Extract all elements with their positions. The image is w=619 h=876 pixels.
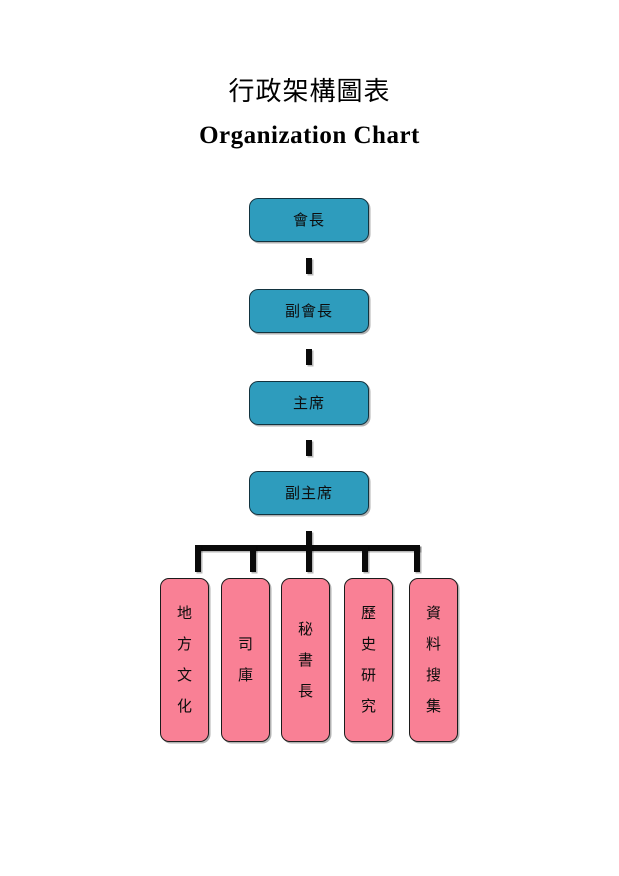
connector-president-to-vice-president bbox=[306, 258, 312, 274]
node-local-culture: 地 方 文 化 bbox=[160, 578, 209, 742]
node-data-collection-label: 資 料 搜 集 bbox=[425, 604, 441, 715]
connector-drop-treasury bbox=[250, 545, 256, 572]
connector-drop-history-research bbox=[362, 545, 368, 572]
node-treasury: 司 庫 bbox=[221, 578, 270, 742]
connector-vice-president-to-chairman bbox=[306, 349, 312, 365]
node-secretary-general-label: 秘 書 長 bbox=[297, 619, 313, 700]
node-vice-president: 副會長 bbox=[249, 289, 369, 333]
connector-drop-data-collection bbox=[414, 545, 420, 572]
node-vice-chairman: 副主席 bbox=[249, 471, 369, 515]
page-title-english: Organization Chart bbox=[199, 122, 420, 149]
node-history-research: 歷 史 研 究 bbox=[344, 578, 393, 742]
node-chairman: 主席 bbox=[249, 381, 369, 425]
node-treasury-label: 司 庫 bbox=[237, 635, 253, 684]
node-local-culture-label: 地 方 文 化 bbox=[176, 604, 192, 715]
page-title-chinese: 行政架構圖表 bbox=[228, 77, 391, 107]
connector-drop-secretary-general bbox=[306, 545, 312, 572]
node-data-collection: 資 料 搜 集 bbox=[409, 578, 458, 742]
connector-chairman-to-vice-chairman bbox=[306, 440, 312, 456]
node-secretary-general: 秘 書 長 bbox=[281, 578, 330, 742]
connector-drop-local-culture bbox=[195, 545, 201, 572]
connector-stem-down bbox=[306, 531, 312, 549]
node-president: 會長 bbox=[249, 198, 369, 242]
node-history-research-label: 歷 史 研 究 bbox=[360, 604, 376, 715]
